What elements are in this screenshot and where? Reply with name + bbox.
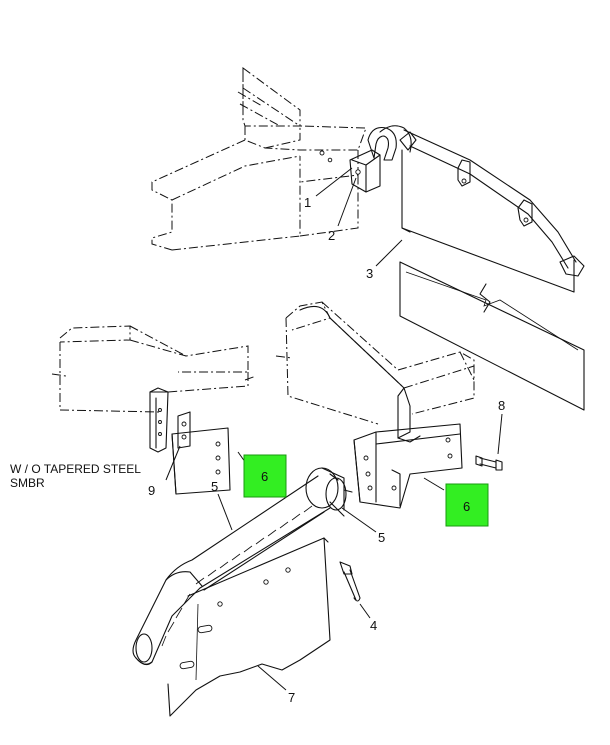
mount-bracket-right bbox=[353, 423, 463, 509]
callout-8: 8 bbox=[498, 398, 505, 413]
bolt-item-4 bbox=[339, 561, 361, 602]
leader-lines bbox=[165, 167, 503, 691]
mudflap-bracket-tube bbox=[132, 467, 353, 666]
callout-6-right: 6 bbox=[463, 499, 470, 514]
highlight-callout-6-right[interactable]: 6 bbox=[445, 483, 489, 527]
note-line-1: W / O TAPERED STEEL bbox=[10, 462, 141, 476]
callout-4: 4 bbox=[370, 618, 377, 633]
callout-3: 3 bbox=[366, 266, 373, 281]
callout-6-left: 6 bbox=[261, 469, 268, 484]
configuration-note: W / O TAPERED STEEL SMBR bbox=[10, 462, 141, 490]
mounting-bracket bbox=[349, 125, 417, 193]
callouts: 1 2 3 8 9 5 5 4 7 bbox=[148, 195, 505, 705]
callout-2: 2 bbox=[328, 228, 335, 243]
mudflap-item-7 bbox=[167, 537, 331, 717]
bumper-block-right bbox=[275, 301, 475, 443]
mudflap-support-arm bbox=[403, 129, 585, 277]
callout-5-right: 5 bbox=[378, 530, 385, 545]
note-line-2: SMBR bbox=[10, 476, 45, 490]
bolt-item-8 bbox=[475, 455, 503, 471]
callout-7: 7 bbox=[288, 690, 295, 705]
spacer-plate-item-9 bbox=[177, 411, 191, 449]
frame-rail-top bbox=[151, 67, 367, 251]
callout-9: 9 bbox=[148, 483, 155, 498]
mudflap-item-3 bbox=[399, 149, 585, 411]
callout-1: 1 bbox=[304, 195, 311, 210]
bumper-block-left bbox=[51, 325, 257, 453]
mount-plate-left bbox=[171, 427, 231, 495]
callout-5-left: 5 bbox=[211, 479, 218, 494]
highlight-callout-6-left[interactable]: 6 bbox=[243, 454, 287, 498]
